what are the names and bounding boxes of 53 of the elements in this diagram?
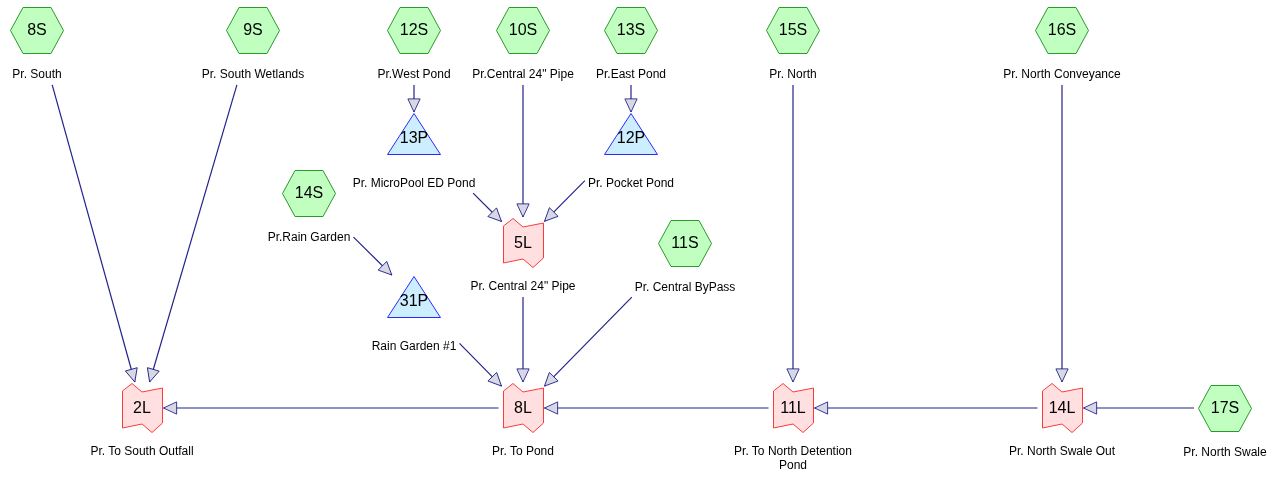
node-label: Pr. South Wetlands	[201, 67, 305, 81]
flow-arrow	[786, 84, 800, 383]
flow-arrow	[147, 84, 238, 383]
node-label: Rain Garden #1	[371, 339, 457, 353]
node-id: 13P	[398, 129, 430, 147]
node-id: 12S	[398, 21, 430, 39]
flow-arrow	[472, 192, 503, 223]
node-id: 14L	[1047, 399, 1077, 417]
flow-arrow	[543, 401, 770, 415]
flow-arrow	[1055, 84, 1069, 383]
node-label: Pr. To North Detention Pond	[733, 444, 853, 472]
node-id: 2L	[132, 399, 152, 417]
node-id: 16S	[1046, 21, 1078, 39]
node-label: Pr.Rain Garden	[267, 230, 351, 244]
flow-arrow	[1082, 401, 1195, 415]
node-id: 14S	[293, 184, 325, 202]
node-id: 13S	[615, 21, 647, 39]
flow-arrow	[352, 236, 393, 276]
node-label: Pr. Central ByPass	[634, 280, 736, 294]
node-label: Pr. South	[12, 67, 62, 81]
node-id: 12P	[615, 129, 647, 147]
flow-arrow	[624, 84, 638, 113]
node-id: 15S	[777, 21, 809, 39]
node-label: Pr.West Pond	[377, 67, 451, 81]
flow-arrow	[51, 84, 138, 383]
node-id: 10S	[507, 21, 539, 39]
flow-arrow	[543, 180, 586, 222]
node-label: Pr. To Pond	[492, 444, 554, 458]
node-id: 5L	[513, 234, 533, 252]
node-label: Pr. North Swale Out	[1009, 444, 1115, 458]
node-label: Pr. North Conveyance	[1003, 67, 1121, 81]
node-id: 31P	[398, 292, 430, 310]
flow-arrow	[543, 296, 633, 387]
flow-arrow	[813, 401, 1039, 415]
node-id: 11S	[670, 234, 700, 252]
node-label: Pr. MicroPool ED Pond	[352, 176, 476, 190]
node-id: 8S	[26, 21, 48, 39]
flow-arrow	[516, 296, 530, 383]
node-id: 11L	[779, 399, 807, 417]
node-label: Pr. North	[769, 67, 817, 81]
flow-arrow	[407, 84, 421, 113]
node-id: 8L	[513, 399, 533, 417]
flow-arrow	[458, 342, 503, 387]
node-id: 9S	[242, 21, 264, 39]
node-label: Pr. North Swale	[1183, 445, 1267, 459]
node-label: Pr.East Pond	[596, 67, 666, 81]
flow-arrow	[162, 401, 500, 415]
node-label: Pr. To South Outfall	[90, 444, 194, 458]
node-label: Pr. Central 24" Pipe	[470, 279, 576, 293]
node-label: Pr.Central 24" Pipe	[472, 67, 574, 81]
node-label: Pr. Pocket Pond	[587, 176, 675, 190]
node-id: 17S	[1209, 399, 1241, 417]
flow-arrow	[516, 84, 530, 218]
